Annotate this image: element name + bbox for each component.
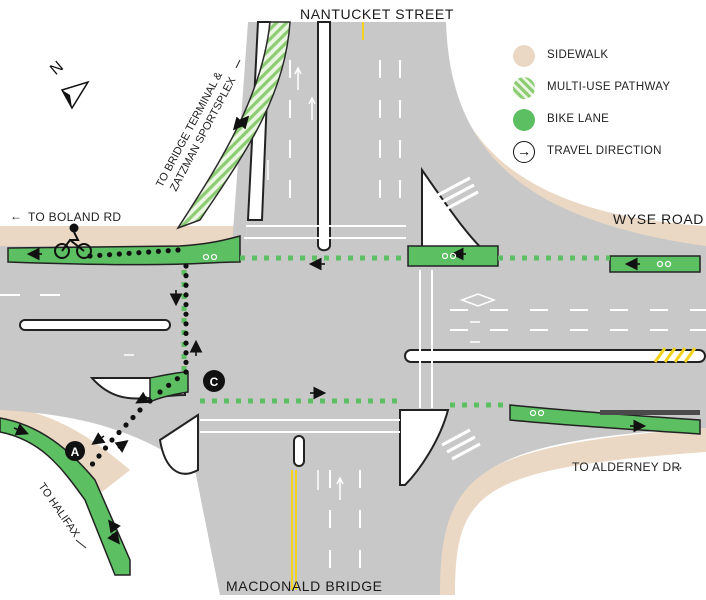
centerlines — [291, 22, 364, 590]
route-dot — [147, 398, 153, 404]
route-dot — [155, 248, 162, 254]
dest-alderney-arrow-icon: → — [672, 459, 685, 473]
route-dot — [102, 445, 109, 451]
dest-arrows — [75, 59, 241, 549]
route-dot — [175, 247, 181, 253]
multi-use-pathway — [176, 21, 291, 230]
route-dot — [183, 301, 189, 308]
route-dot — [109, 437, 115, 443]
pathway-swatch-icon — [513, 77, 535, 99]
route-dot — [96, 453, 102, 459]
route-dot — [97, 252, 103, 258]
route-dot — [146, 249, 152, 255]
route-dot — [183, 282, 189, 288]
route-dot — [183, 369, 189, 375]
route-dot — [166, 382, 172, 388]
dest-boland-arrow-icon: ← — [10, 209, 23, 223]
route-dot — [183, 311, 189, 317]
route-dot — [123, 422, 129, 428]
bike-lane-symbols — [202, 252, 672, 417]
legend-item-bike-lane: BIKE LANE — [513, 109, 703, 135]
route-dot — [183, 359, 189, 365]
route-dot — [116, 429, 122, 436]
route-dot — [183, 263, 189, 269]
pavement-arrows — [124, 66, 497, 500]
marker-a-label: A — [71, 445, 80, 459]
dest-halifax: TO HALIFAX — [36, 481, 83, 540]
route-dot — [157, 389, 163, 395]
crossride-markings — [181, 255, 610, 408]
yellow-hatch — [653, 347, 697, 363]
route-dot — [136, 250, 142, 256]
street-wyse: WYSE ROAD — [613, 211, 704, 227]
marker-c: C — [203, 370, 225, 392]
legend-item-pathway: MULTI-USE PATHWAY — [513, 77, 703, 103]
crosswalks — [437, 176, 481, 461]
legend-item-sidewalk: SIDEWALK — [513, 45, 703, 71]
route-dot — [130, 414, 136, 421]
north-arrow-icon: N — [47, 58, 90, 110]
route-dot — [183, 321, 189, 327]
street-nantucket: NANTUCKET STREET — [300, 6, 455, 22]
marker-c-label: C — [210, 375, 219, 389]
route-dot — [116, 251, 122, 257]
route-dots — [87, 247, 189, 467]
dest-alderney: TO ALDERNEY DR — [572, 460, 681, 474]
route-dot — [106, 252, 113, 258]
bike-lane-swatch-icon — [513, 109, 535, 131]
marker-a: A — [65, 441, 85, 461]
route-dot — [87, 253, 93, 259]
legend-item-travel-direction: → TRAVEL DIRECTION — [513, 141, 703, 167]
dest-boland: TO BOLAND RD — [28, 210, 122, 224]
route-dot — [183, 350, 189, 356]
travel-direction-swatch-icon: → — [513, 141, 535, 163]
route-dot — [165, 248, 171, 254]
bike-lanes — [0, 235, 701, 576]
street-macdonald-bridge: MACDONALD BRIDGE — [226, 578, 383, 594]
compass-label: N — [47, 58, 67, 78]
route-dot — [137, 407, 143, 413]
legend-label: BIKE LANE — [547, 113, 610, 125]
lane-markings — [0, 60, 706, 590]
route-dot — [183, 273, 189, 279]
legend-label: MULTI-USE PATHWAY — [547, 81, 671, 93]
sidewalk-swatch-icon — [513, 45, 535, 67]
route-dot — [183, 292, 189, 298]
route-dot — [183, 340, 189, 346]
legend-label: TRAVEL DIRECTION — [547, 145, 662, 157]
route-dot — [174, 376, 180, 382]
route-dot — [183, 330, 189, 337]
route-dot — [126, 250, 132, 256]
curb-strip — [600, 410, 700, 415]
cyclist-icon — [54, 223, 92, 259]
route-dot — [89, 461, 96, 467]
travel-arrows — [13, 115, 647, 545]
legend-label: SIDEWALK — [547, 49, 609, 61]
